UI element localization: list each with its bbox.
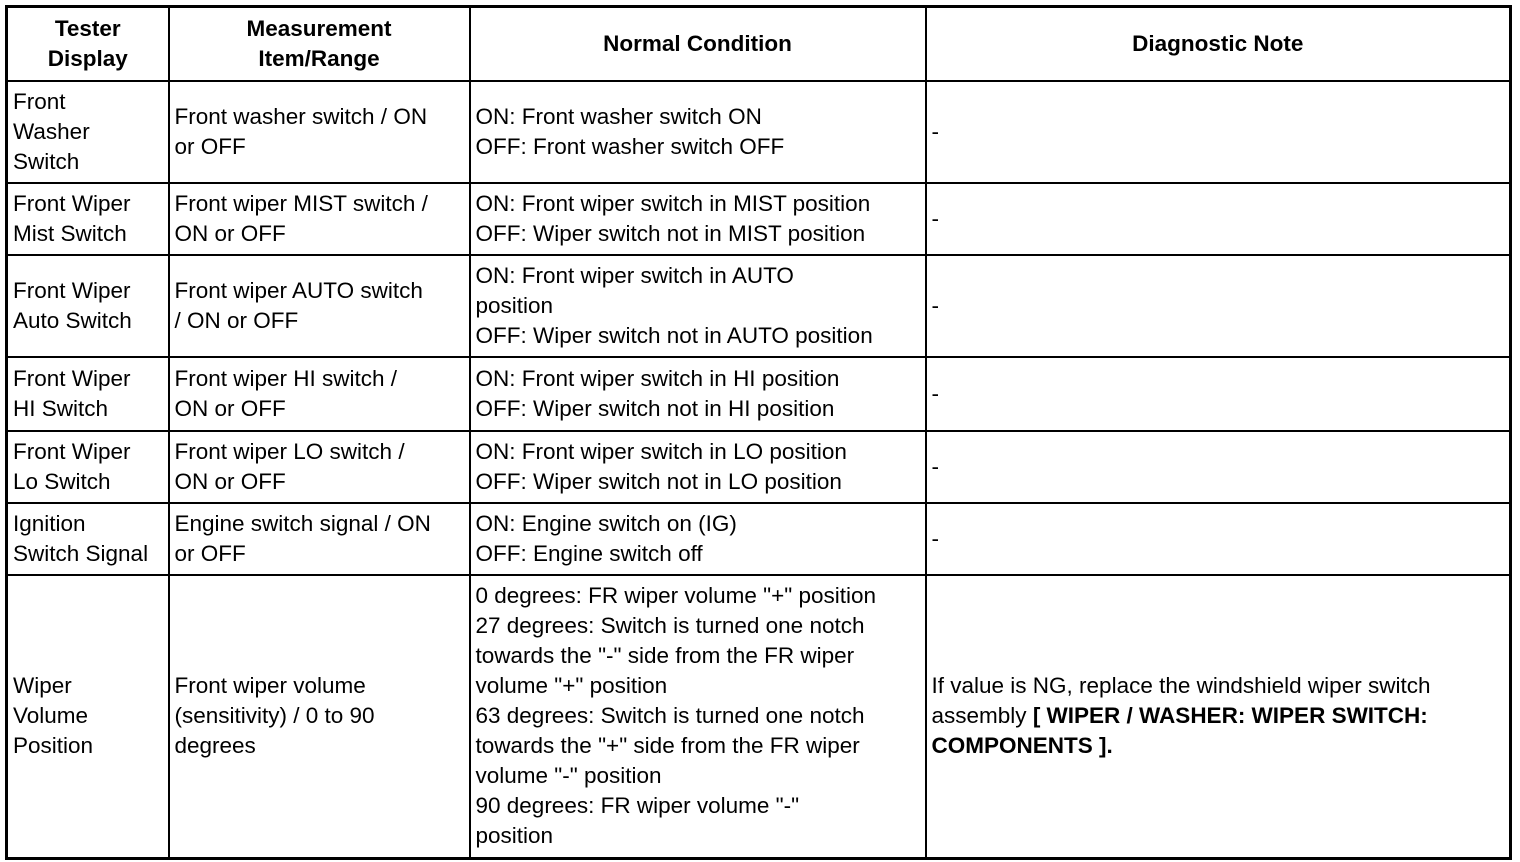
diagnostic-note-period: . bbox=[1106, 733, 1113, 759]
table-row: Front Wiper Mist Switch Front wiper MIST… bbox=[5, 181, 1512, 256]
cell-diagnostic-note: - bbox=[924, 181, 1512, 256]
cell-tester-display: Ignition Switch Signal bbox=[5, 501, 170, 576]
cell-measurement: Front wiper HI switch / ON or OFF bbox=[167, 355, 471, 432]
table-row: Front Wiper HI Switch Front wiper HI swi… bbox=[5, 355, 1512, 432]
repair-manual-reference: [ WIPER / WASHER: WIPER SWITCH: COMPONEN… bbox=[931, 703, 1428, 759]
cell-diagnostic-note: - bbox=[924, 253, 1512, 358]
table-row: Wiper Volume Position Front wiper volume… bbox=[5, 573, 1512, 860]
cell-tester-display: Front Wiper Auto Switch bbox=[5, 253, 170, 358]
cell-tester-display: Wiper Volume Position bbox=[5, 573, 170, 860]
header-measurement-item-range: Measurement Item/Range bbox=[167, 5, 471, 82]
cell-measurement: Front wiper MIST switch / ON or OFF bbox=[167, 181, 471, 256]
table-row: Ignition Switch Signal Engine switch sig… bbox=[5, 501, 1512, 576]
table-row: Front Washer Switch Front washer switch … bbox=[5, 79, 1512, 184]
cell-normal-condition: ON: Front wiper switch in HI position OF… bbox=[468, 355, 927, 432]
header-diagnostic-note: Diagnostic Note bbox=[924, 5, 1512, 82]
cell-normal-condition: ON: Front wiper switch in MIST position … bbox=[468, 181, 927, 256]
diagnostic-note-text: If value is NG, replace the windshield w… bbox=[931, 673, 1431, 729]
cell-diagnostic-note: - bbox=[924, 429, 1512, 504]
cell-tester-display: Front Washer Switch bbox=[5, 79, 170, 184]
header-normal-condition: Normal Condition bbox=[468, 5, 927, 82]
cell-normal-condition: 0 degrees: FR wiper volume "+" position … bbox=[468, 573, 927, 860]
cell-tester-display: Front Wiper HI Switch bbox=[5, 355, 170, 432]
diagnostic-data-table: Tester Display Measurement Item/Range No… bbox=[5, 5, 1512, 860]
cell-normal-condition: ON: Front washer switch ON OFF: Front wa… bbox=[468, 79, 927, 184]
cell-normal-condition: ON: Front wiper switch in LO position OF… bbox=[468, 429, 927, 504]
cell-measurement: Front washer switch / ON or OFF bbox=[167, 79, 471, 184]
cell-diagnostic-note: If value is NG, replace the windshield w… bbox=[924, 573, 1512, 860]
table-row: Front Wiper Lo Switch Front wiper LO swi… bbox=[5, 429, 1512, 504]
table-row: Front Wiper Auto Switch Front wiper AUTO… bbox=[5, 253, 1512, 358]
cell-diagnostic-note: - bbox=[924, 355, 1512, 432]
cell-diagnostic-note: - bbox=[924, 501, 1512, 576]
cell-tester-display: Front Wiper Lo Switch bbox=[5, 429, 170, 504]
cell-measurement: Front wiper AUTO switch / ON or OFF bbox=[167, 253, 471, 358]
header-tester-display: Tester Display bbox=[5, 5, 170, 82]
cell-normal-condition: ON: Engine switch on (IG) OFF: Engine sw… bbox=[468, 501, 927, 576]
table-header-row: Tester Display Measurement Item/Range No… bbox=[5, 5, 1512, 82]
cell-measurement: Engine switch signal / ON or OFF bbox=[167, 501, 471, 576]
cell-tester-display: Front Wiper Mist Switch bbox=[5, 181, 170, 256]
cell-normal-condition: ON: Front wiper switch in AUTO position … bbox=[468, 253, 927, 358]
cell-diagnostic-note: - bbox=[924, 79, 1512, 184]
cell-measurement: Front wiper LO switch / ON or OFF bbox=[167, 429, 471, 504]
cell-measurement: Front wiper volume (sensitivity) / 0 to … bbox=[167, 573, 471, 860]
